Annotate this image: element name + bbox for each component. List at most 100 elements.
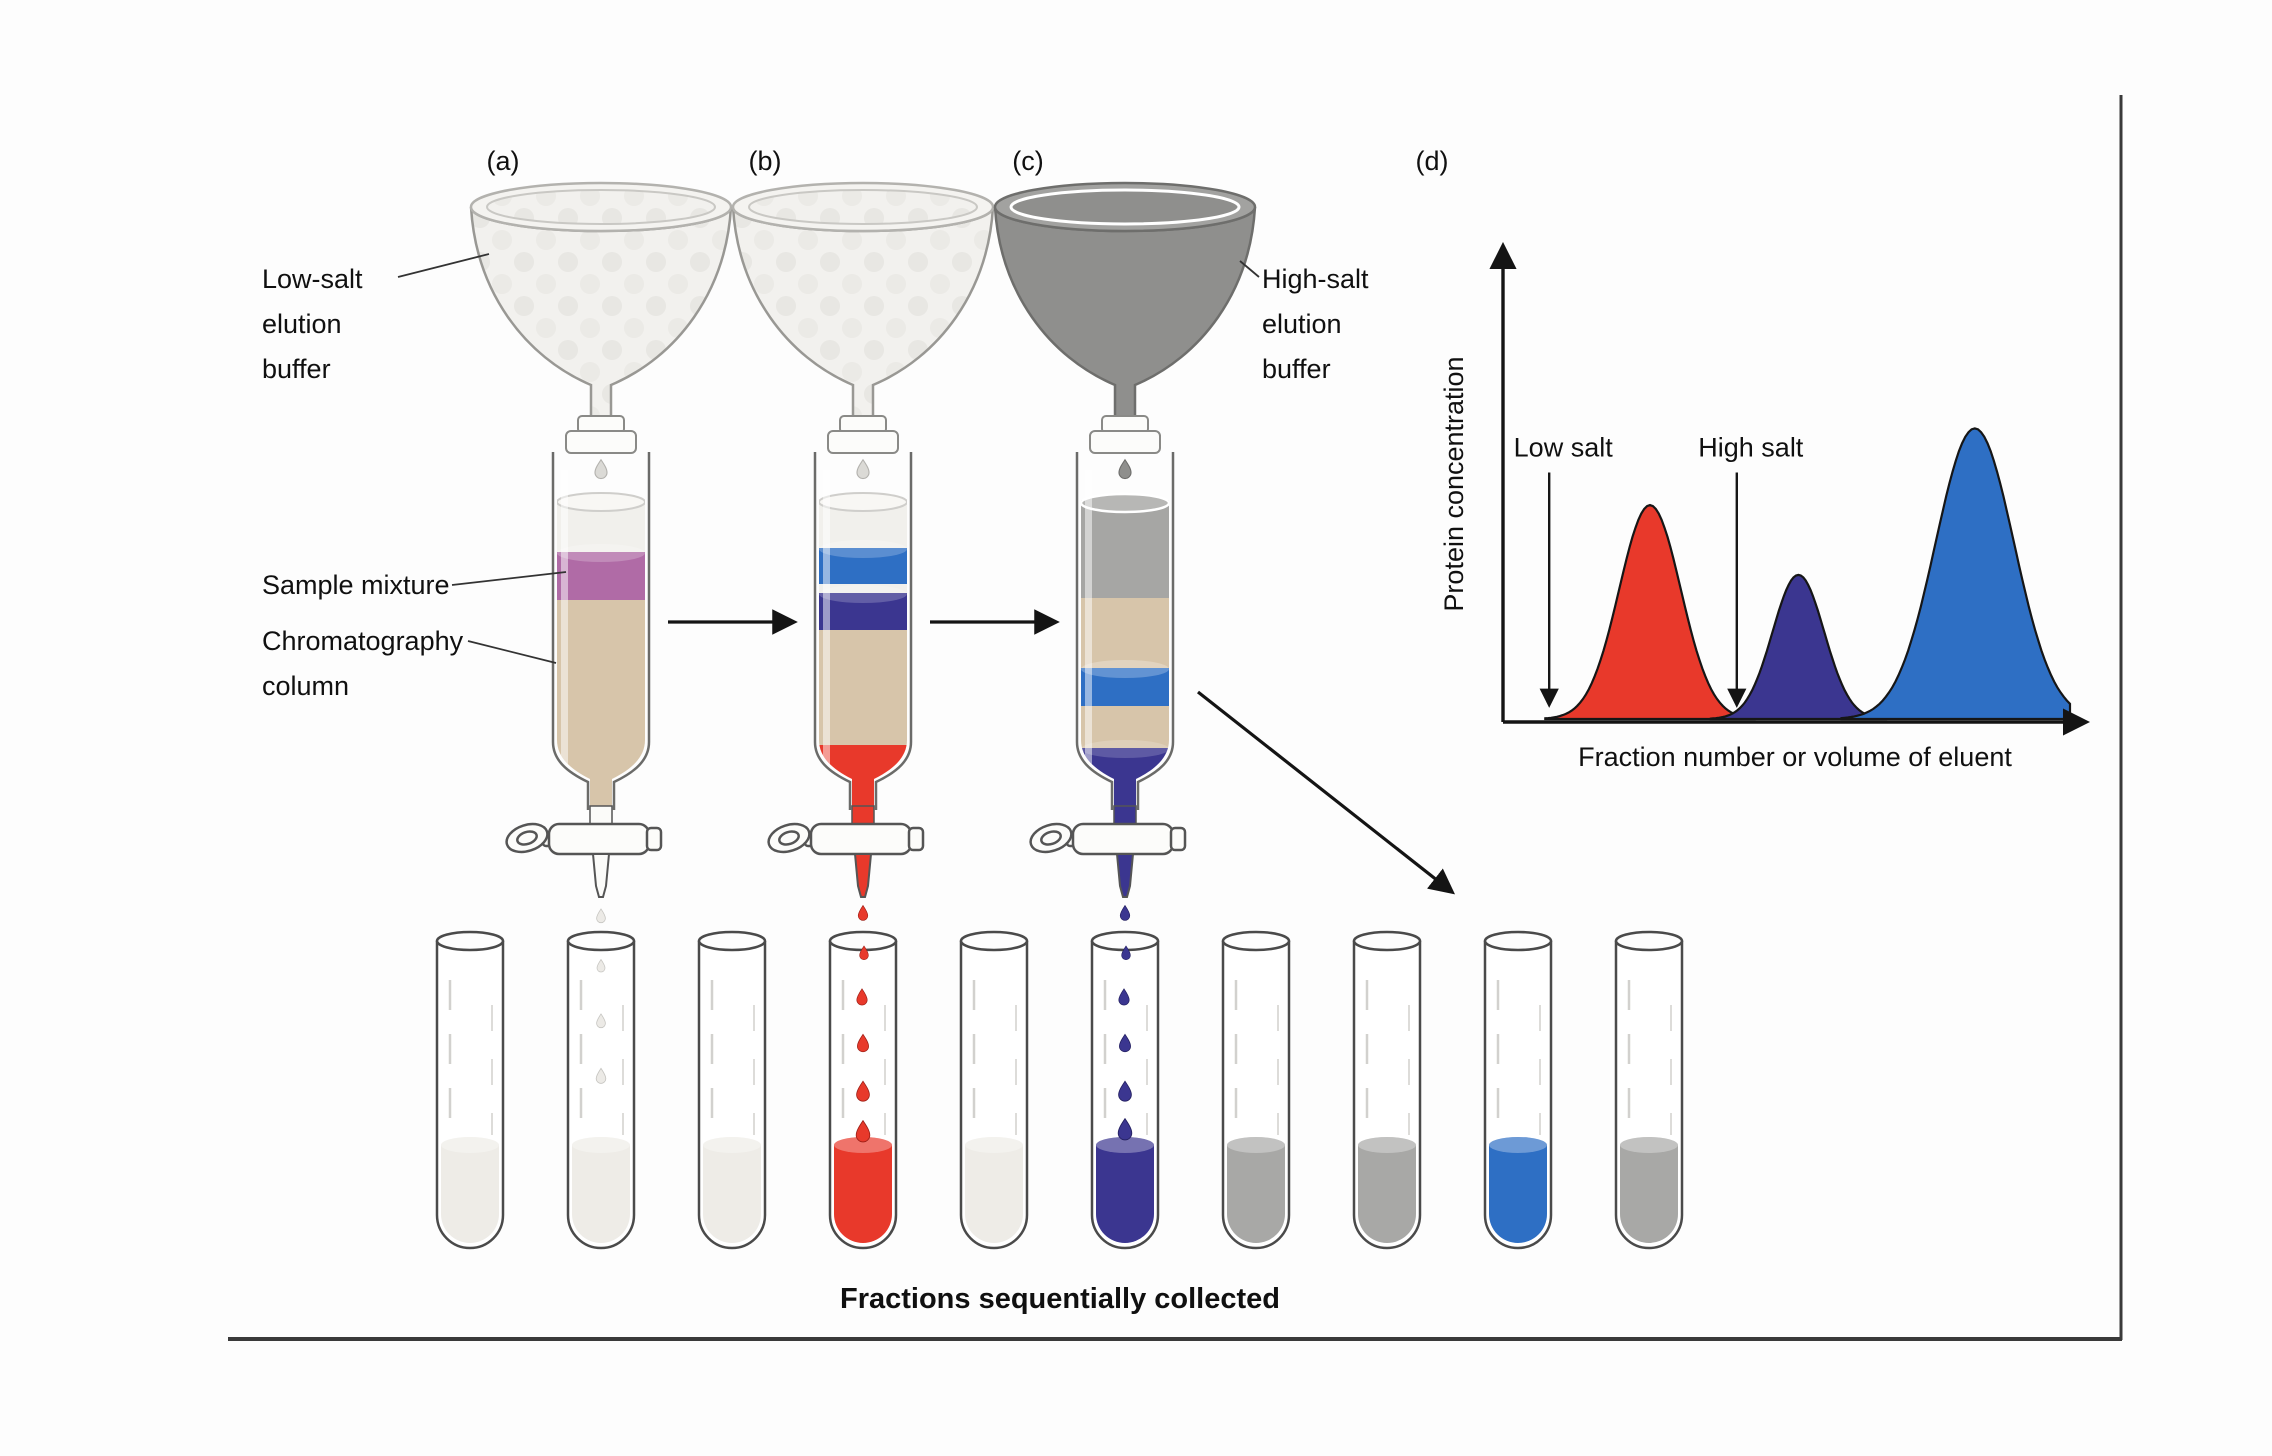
salt-step-label: High salt (1698, 433, 1804, 463)
elution-peak (1840, 427, 2072, 721)
glass-highlight (561, 470, 568, 810)
annotation-text: Chromatography (262, 626, 464, 656)
funnel-bowl (993, 206, 1257, 444)
tube-contents (572, 1137, 630, 1243)
annotation-low-salt-buffer: Low-salt elution buffer (262, 253, 490, 384)
funnel-low-salt-a (469, 181, 733, 444)
figure-frame (228, 95, 2123, 1341)
buffer-surface (1081, 492, 1169, 514)
liquid-surface (1620, 1137, 1678, 1153)
band-surface (819, 585, 907, 603)
funnel-low-salt-b (731, 181, 995, 444)
annotation-text: column (262, 671, 349, 701)
panel-label-b: (b) (749, 146, 782, 176)
test-tube (435, 930, 505, 1250)
tube-contents (441, 1137, 499, 1243)
funnel-liquid-surface (1009, 188, 1241, 226)
test-tube (828, 930, 898, 1250)
column-assembly-b (731, 181, 995, 898)
test-tube-rack: Fractions sequentially collected (435, 905, 1684, 1315)
annotation-text: elution (1262, 309, 1342, 339)
liquid-surface (1489, 1137, 1547, 1153)
funnel-liquid-surface (486, 189, 716, 225)
test-tube (1614, 930, 1684, 1250)
test-tube (566, 930, 636, 1250)
column-assembly-c (993, 181, 1257, 898)
band-surface (1081, 740, 1169, 758)
elution-peak (1544, 503, 1756, 721)
tube-contents (1620, 1137, 1678, 1243)
test-tube (1221, 930, 1291, 1250)
resin-bed (1081, 598, 1169, 748)
blue-protein-band (819, 548, 907, 584)
glass-highlight (1085, 470, 1092, 810)
test-tube (959, 930, 1029, 1250)
annotation-text: buffer (1262, 354, 1331, 384)
test-tube (1352, 930, 1422, 1250)
buffer-surface (819, 492, 907, 512)
salt-step-label: Low salt (1514, 433, 1614, 463)
tube-contents (1358, 1137, 1416, 1243)
funnel-bowl (469, 206, 733, 444)
resin-bed (819, 630, 907, 745)
liquid-surface (703, 1137, 761, 1153)
leader-line (1239, 260, 1260, 278)
sample-band (557, 552, 645, 600)
column-contents-a (557, 470, 645, 824)
leader-line (451, 571, 567, 586)
band-surface (819, 540, 907, 558)
x-axis-label: Fraction number or volume of eluent (1578, 742, 2012, 772)
liquid-surface (965, 1137, 1023, 1153)
tube-contents (834, 1137, 892, 1243)
test-tube (1090, 930, 1160, 1250)
annotation-text: Sample mixture (262, 570, 450, 600)
band-gap (819, 584, 907, 593)
liquid-surface (1227, 1137, 1285, 1153)
chart-plot-area: Low salt High salt (1514, 427, 2072, 721)
liquid-surface (834, 1137, 892, 1153)
y-axis-label: Protein concentration (1439, 356, 1469, 611)
column-stopper (827, 415, 899, 454)
liquid-surface (1096, 1137, 1154, 1153)
tube-contents (703, 1137, 761, 1243)
tube-contents (1096, 1137, 1154, 1243)
funnel-liquid-surface (748, 189, 978, 225)
test-tube (697, 930, 767, 1250)
annotation-text: Low-salt (262, 264, 363, 294)
liquid-surface (1358, 1137, 1416, 1153)
arrow-c-to-fractions (1197, 690, 1456, 895)
glass-highlight (823, 470, 830, 810)
stopcock (501, 817, 663, 859)
funnel-bowl (731, 206, 995, 444)
elution-peak (1709, 573, 1888, 721)
annotation-text: High-salt (1262, 264, 1369, 294)
panel-label-a: (a) (487, 146, 520, 176)
annotation-text: elution (262, 309, 342, 339)
stopcock (763, 817, 925, 859)
panel-label-c: (c) (1012, 146, 1043, 176)
high-salt-buffer-band (1081, 500, 1169, 598)
band-surface (1081, 660, 1169, 678)
stopcock-spout (592, 853, 610, 898)
spout-navy (1116, 853, 1134, 898)
test-tube (1483, 930, 1553, 1250)
sample-surface (557, 544, 645, 562)
process-arrows (668, 609, 1456, 895)
column-stopper (565, 415, 637, 454)
liquid-surface (572, 1137, 630, 1153)
column-stopper (1089, 415, 1161, 454)
annotation-chromatography-column: Chromatography column (262, 626, 557, 701)
funnel-high-salt (993, 181, 1257, 444)
panel-label-d: (d) (1416, 146, 1449, 176)
tube-contents (1227, 1137, 1285, 1243)
annotation-sample-mixture: Sample mixture (262, 570, 567, 600)
resin-bed (557, 600, 645, 824)
annotation-high-salt-buffer: High-salt elution buffer (1239, 260, 1369, 384)
blue-protein-band (1081, 668, 1169, 706)
leader-line (467, 640, 557, 664)
column-assembly-a (469, 181, 733, 898)
dark-blue-protein-band (819, 593, 907, 630)
